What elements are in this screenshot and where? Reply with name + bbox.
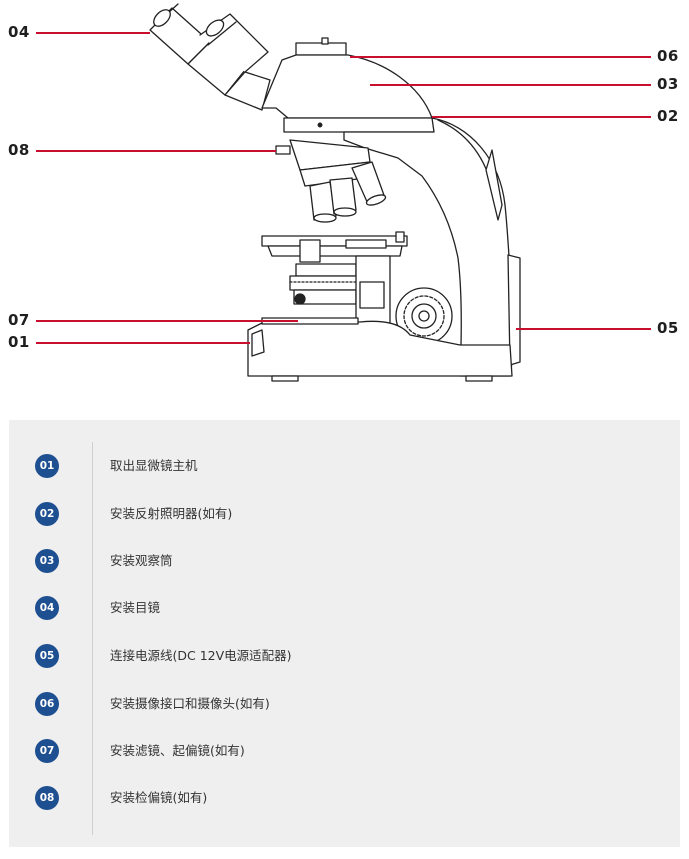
eyepiece-drawing [149, 3, 271, 111]
step-badge: 01 [35, 454, 59, 478]
step-row: 01 取出显微镜主机 [9, 453, 680, 483]
step-badge: 05 [35, 644, 59, 668]
callout-line-05 [516, 328, 651, 330]
callout-label-03: 03 [657, 75, 679, 93]
callout-line-06 [350, 56, 651, 58]
callout-line-01 [36, 342, 250, 344]
microscope-diagram: 04 06 03 02 08 07 01 05 [0, 0, 689, 400]
step-text: 安装滤镜、起偏镜(如有) [110, 743, 245, 758]
callout-line-08 [36, 150, 276, 152]
step-row: 04 安装目镜 [9, 595, 680, 625]
stage-drawing [261, 231, 408, 263]
step-row: 08 安装检偏镜(如有) [9, 785, 680, 815]
nosepiece-drawing [275, 139, 387, 223]
step-text: 安装检偏镜(如有) [110, 790, 208, 805]
step-text: 连接电源线(DC 12V电源适配器) [110, 648, 292, 663]
step-badge: 08 [35, 786, 59, 810]
callout-label-02: 02 [657, 107, 679, 125]
steps-divider [92, 442, 93, 835]
callout-line-03 [370, 84, 651, 86]
focus-knob-drawing [395, 287, 453, 345]
condenser-drawing [289, 255, 391, 325]
callout-line-07 [36, 320, 298, 322]
microscope-illustration [149, 3, 521, 382]
callout-label-06: 06 [657, 47, 679, 65]
step-row: 06 安装摄像接口和摄像头(如有) [9, 691, 680, 721]
step-badge: 04 [35, 596, 59, 620]
step-badge: 02 [35, 502, 59, 526]
callout-label-05: 05 [657, 319, 679, 337]
step-badge: 03 [35, 549, 59, 573]
step-text: 安装观察筒 [110, 553, 173, 568]
callout-label-07: 07 [8, 311, 30, 329]
step-text: 取出显微镜主机 [110, 458, 198, 473]
callout-label-01: 01 [8, 333, 30, 351]
arm-drawing [343, 117, 521, 377]
observation-tube-drawing [261, 37, 435, 133]
callout-line-04 [36, 32, 150, 34]
step-text: 安装摄像接口和摄像头(如有) [110, 696, 270, 711]
step-row: 07 安装滤镜、起偏镜(如有) [9, 738, 680, 768]
step-row: 05 连接电源线(DC 12V电源适配器) [9, 643, 680, 673]
step-row: 02 安装反射照明器(如有) [9, 501, 680, 531]
callout-label-04: 04 [8, 23, 30, 41]
callout-line-02 [432, 116, 651, 118]
steps-panel: 01 取出显微镜主机 02 安装反射照明器(如有) 03 安装观察筒 04 安装… [9, 420, 680, 847]
step-badge: 07 [35, 739, 59, 763]
step-row: 03 安装观察筒 [9, 548, 680, 578]
base-drawing [247, 317, 513, 382]
step-badge: 06 [35, 692, 59, 716]
step-text: 安装目镜 [110, 600, 161, 615]
step-text: 安装反射照明器(如有) [110, 506, 233, 521]
callout-label-08: 08 [8, 141, 30, 159]
